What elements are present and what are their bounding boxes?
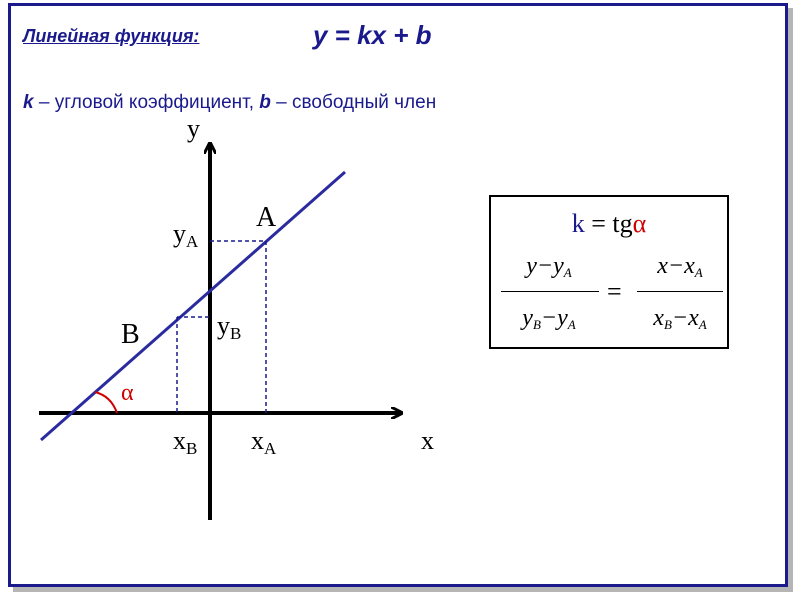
y-axis-label: y: [187, 114, 200, 143]
angle-arc: [94, 391, 118, 414]
right-fraction-denominator: xB−xA: [653, 305, 707, 332]
heading-formula: y = kx + b: [313, 20, 432, 50]
point-b-label: B: [121, 319, 140, 350]
left-fraction-denominator: yB−yA: [522, 305, 576, 332]
subtitle-k-text: – угловой коэффициент,: [33, 92, 260, 113]
k-formula: k = tgα: [571, 209, 647, 238]
subtitle-k-symbol: k: [23, 92, 34, 113]
equals-sign: =: [607, 277, 622, 306]
formula-box: k = tgα y−yA yB−yA = x−xA xB−xA: [489, 195, 729, 349]
subtitle: k – угловой коэффициент, b – свободный ч…: [23, 92, 436, 114]
subtitle-b-symbol: b: [259, 92, 271, 113]
alpha-angle-label: α: [121, 380, 134, 406]
xa-label: xA: [251, 426, 277, 458]
linear-function-graph: [39, 6, 785, 520]
slide-frame: Линейная функция: y = kx + b k – угловой…: [8, 3, 788, 587]
heading-label: Линейная функция:: [23, 26, 200, 46]
point-a-label: A: [256, 202, 277, 233]
left-fraction-numerator: y−yA: [526, 253, 572, 280]
right-fraction-bar: [637, 291, 723, 292]
function-line: [40, 170, 346, 442]
right-fraction-numerator: x−xA: [657, 253, 703, 280]
left-fraction-bar: [501, 291, 599, 292]
yb-label: yB: [217, 311, 242, 343]
subtitle-b-text: – свободный член: [270, 92, 437, 113]
xb-label: xB: [173, 426, 198, 458]
x-axis-label: x: [421, 426, 434, 455]
ya-label: yA: [173, 219, 199, 251]
